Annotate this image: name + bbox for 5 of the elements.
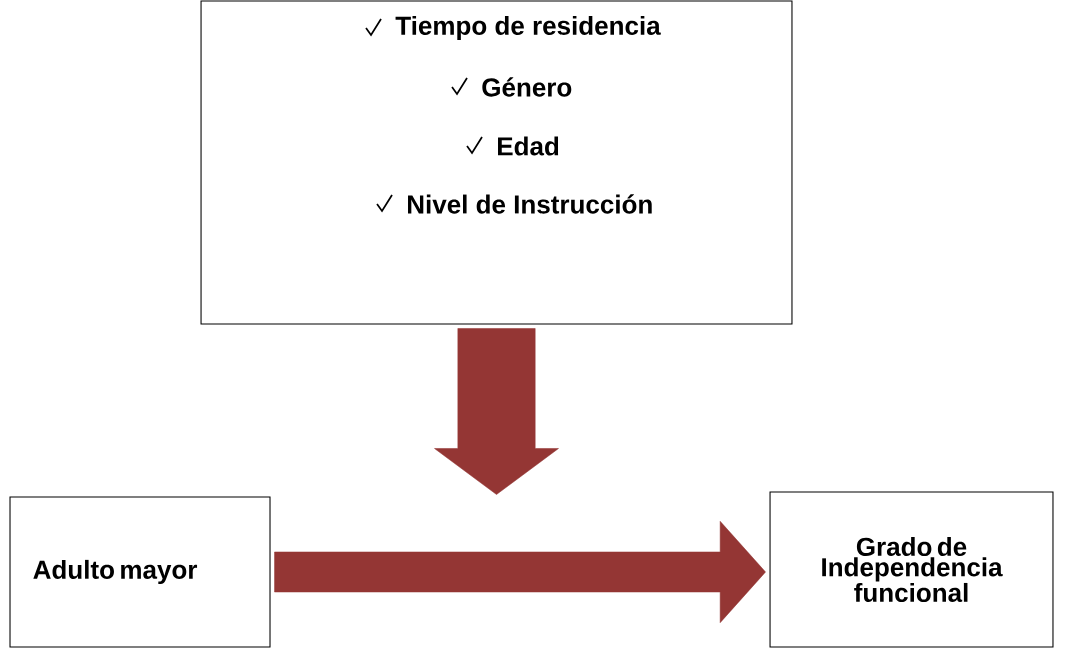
block-arrow: [434, 328, 559, 495]
block-arrow: [274, 521, 766, 623]
process-box: Adulto mayor: [9, 496, 271, 648]
factors-box: Tiempo de residencia Género Edad Nivel de Instrucción: [200, 0, 793, 325]
process-box: Grado de Independencia funcional: [769, 491, 1054, 648]
